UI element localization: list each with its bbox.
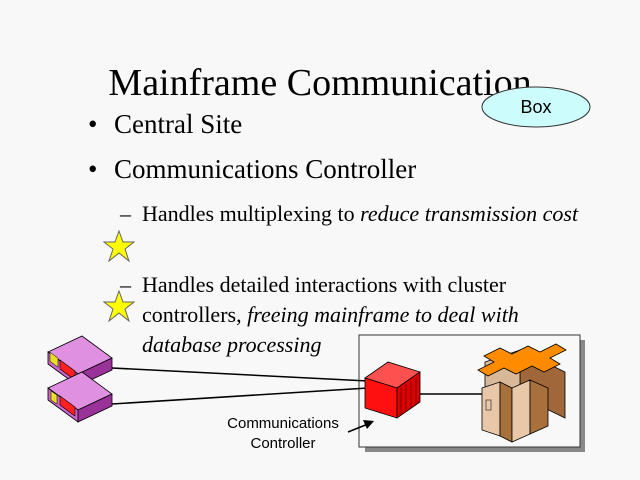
- star-icon: [103, 290, 135, 322]
- sub-bullet-italic: freeing mainframe to deal with database …: [142, 302, 519, 357]
- cluster-controller-icon: [47, 371, 113, 423]
- connection-line: [111, 367, 369, 382]
- bullet-central-site: • Central Site: [88, 108, 242, 140]
- label-line-2: Controller: [250, 435, 316, 452]
- bullet-text: Communications Controller: [114, 154, 417, 184]
- sub-bullet-detailed-interactions: – Handles detailed interactions with clu…: [120, 270, 600, 360]
- star-icon: [103, 230, 135, 262]
- sub-bullet-italic: reduce transmission cost: [360, 201, 579, 226]
- sub-bullet-marker: –: [120, 272, 131, 297]
- label-arrow: [347, 420, 374, 433]
- bullet-text: Central Site: [114, 109, 243, 139]
- sub-bullet-marker: –: [120, 201, 131, 226]
- connection-line: [111, 387, 369, 405]
- mainframe-icon: [477, 343, 567, 443]
- communications-controller-icon: [364, 361, 421, 419]
- sub-bullet-multiplexing: – Handles multiplexing to reduce transmi…: [120, 199, 600, 229]
- communications-controller-label: Communications Controller: [210, 414, 356, 454]
- slide-title: Mainframe Communication: [108, 62, 532, 104]
- label-line-1: Communications: [227, 415, 339, 432]
- sub-bullet-text: Handles multiplexing to: [142, 201, 361, 226]
- bullet-marker: •: [88, 154, 98, 184]
- callout-ellipse: [481, 86, 591, 128]
- sub-bullet-text: Handles detailed interactions with clust…: [142, 272, 507, 327]
- box-callout[interactable]: Box: [481, 86, 591, 128]
- bullet-marker: •: [88, 109, 98, 139]
- callout-label: Box: [520, 97, 552, 117]
- bullet-communications-controller: • Communications Controller: [88, 153, 416, 185]
